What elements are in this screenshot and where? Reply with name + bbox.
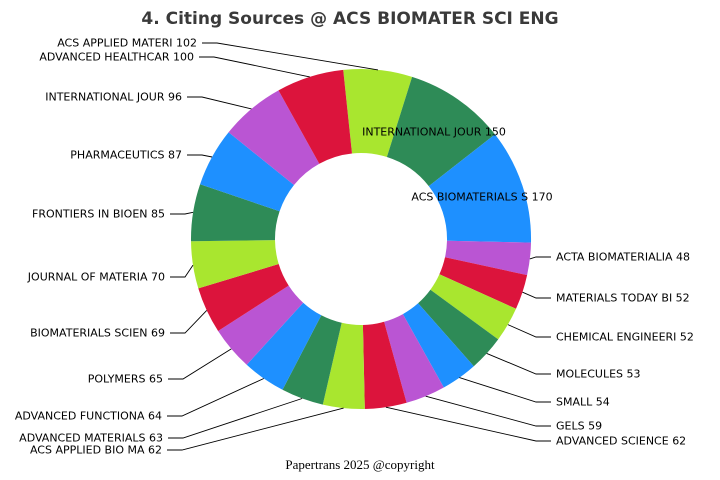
pie-slice-acta-biomaterialia <box>445 240 531 276</box>
pie-slice-acs-applied-materi <box>343 68 413 157</box>
slice-label-materials-today-bi: MATERIALS TODAY BI 52 <box>556 292 690 305</box>
leader-line <box>199 56 310 78</box>
leader-line <box>385 406 551 442</box>
slice-label-biomaterials-scien: BIOMATERIALS SCIEN 69 <box>30 327 165 340</box>
pie-slice-gels <box>384 314 444 403</box>
leader-line <box>522 291 551 299</box>
pie-slice-acs-biomaterials-s <box>428 134 532 243</box>
slice-label-acs-applied-materi: ACS APPLIED MATERI 102 <box>57 37 197 50</box>
pie-slice-polymers <box>218 285 304 365</box>
chart-title: 4. Citing Sources @ ACS BIOMATER SCI ENG <box>141 9 559 29</box>
leader-line <box>187 154 213 158</box>
pie-slice-advanced-materials <box>282 315 342 405</box>
slice-label-advanced-functiona: ADVANCED FUNCTIONA 64 <box>15 410 162 423</box>
pie-slice-acs-applied-bio-ma <box>322 322 365 410</box>
pie-slice-pharmaceutics <box>200 132 294 212</box>
slice-label-gels: GELS 59 <box>556 420 602 433</box>
pie-slice-frontiers-in-bioen <box>190 184 280 242</box>
slice-label-pharmaceutics: PHARMACEUTICS 87 <box>70 149 182 162</box>
leader-line <box>170 310 208 334</box>
slice-label-journal-of-materia: JOURNAL OF MATERIA 70 <box>27 271 165 284</box>
pie-slice-molecules <box>418 289 499 367</box>
leader-line <box>425 395 551 427</box>
slice-label-frontiers-in-bioen: FRONTIERS IN BIOEN 85 <box>32 208 165 221</box>
slice-label-acs-biomaterials-s: ACS BIOMATERIALS S 170 <box>411 191 552 204</box>
slice-label-international-jour: INTERNATIONAL JOUR 150 <box>362 126 506 139</box>
pie-slice-small <box>402 303 474 388</box>
leader-line <box>170 211 194 215</box>
leader-line <box>168 398 303 439</box>
pie-slice-advanced-science <box>362 321 407 409</box>
leader-line <box>170 264 194 278</box>
slice-label-acta-biomaterialia: ACTA BIOMATERIALIA 48 <box>556 251 690 264</box>
slice-label-chemical-engineeri: CHEMICAL ENGINEERI 52 <box>556 331 694 344</box>
pie-slice-international-jour <box>386 76 495 187</box>
slice-label-advanced-materials: ADVANCED MATERIALS 63 <box>19 432 163 445</box>
leader-line <box>167 407 344 451</box>
leader-line <box>507 324 551 338</box>
leader-line <box>529 256 551 260</box>
slice-label-acs-applied-bio-ma: ACS APPLIED BIO MA 62 <box>30 444 162 457</box>
leader-line <box>459 377 551 403</box>
slice-label-advanced-science: ADVANCED SCIENCE 62 <box>556 435 686 448</box>
slice-label-international-jour: INTERNATIONAL JOUR 96 <box>45 91 182 104</box>
slice-label-small: SMALL 54 <box>556 396 610 409</box>
slice-label-molecules: MOLECULES 53 <box>556 368 641 381</box>
pie-slice-journal-of-materia <box>191 240 279 289</box>
leader-line <box>486 352 551 375</box>
chart-caption: Papertrans 2025 @copyright <box>285 457 435 472</box>
slice-label-advanced-healthcar: ADVANCED HEALTHCAR 100 <box>39 51 194 64</box>
pie-slice-advanced-functiona <box>246 302 322 390</box>
pie-slice-chemical-engineeri <box>430 274 516 340</box>
pie-slice-materials-today-bi <box>439 257 528 309</box>
pie-slice-international-jour <box>228 90 320 185</box>
leader-line <box>168 348 232 380</box>
leader-line <box>187 96 252 110</box>
leader-line <box>202 42 379 71</box>
pie-slice-advanced-healthcar <box>278 69 352 164</box>
pie-slice-biomaterials-scien <box>198 264 289 331</box>
slice-label-polymers: POLYMERS 65 <box>88 373 163 386</box>
leader-line <box>167 378 264 417</box>
